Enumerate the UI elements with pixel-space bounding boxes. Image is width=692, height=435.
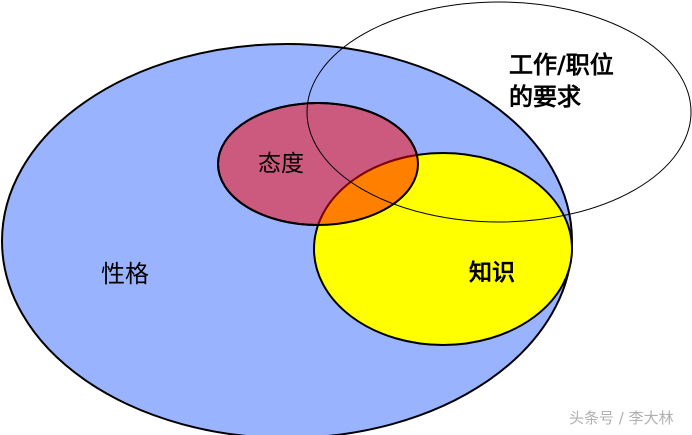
job-requirements-ellipse [306, 1, 692, 223]
knowledge-label: 知识 [469, 260, 515, 286]
attitude-label: 态度 [258, 151, 304, 177]
watermark: 头条号 / 李大林 [569, 409, 674, 427]
job-requirements-label-line1: 工作/职位 [509, 51, 614, 79]
job-requirements-label-line2: 的要求 [509, 83, 581, 111]
attitude-knowledge-overlap [314, 153, 418, 225]
personality-label: 性格 [101, 260, 149, 288]
